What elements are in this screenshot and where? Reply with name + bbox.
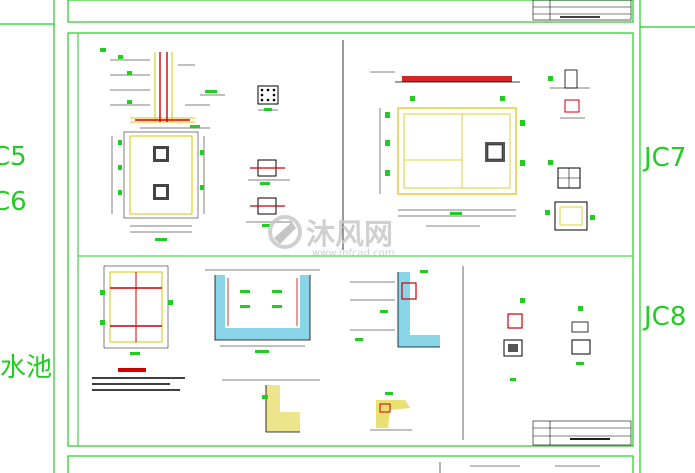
beam-details-right (462, 266, 591, 440)
watermark-brand: 沐风网 (306, 217, 393, 251)
pool-section-1 (205, 269, 320, 353)
left-margin-labels: C5 C6 水池 (0, 142, 52, 383)
main-sheet-frame (67, 32, 634, 447)
column-details-right (545, 69, 595, 231)
bottom-sheet-frame (67, 455, 634, 473)
detail-stack-1 (246, 159, 292, 227)
watermark-logo-icon (268, 215, 302, 249)
title-block-top (532, 0, 632, 21)
wall-section (350, 270, 440, 348)
drawing-label-pool: 水池 (0, 353, 52, 383)
right-margin-labels: JC7 JC8 (642, 143, 686, 332)
top-sheet-frame (67, 0, 634, 23)
watermark: 沐风网 www.mfcad.com (268, 215, 395, 259)
pool-plan-small (92, 265, 185, 391)
column-section-elevation (100, 48, 225, 129)
column-cross-section-1 (257, 85, 279, 111)
pool-plan (370, 71, 525, 227)
drawing-label-c5: C5 (0, 142, 27, 172)
watermark-url: www.mfcad.com (312, 248, 395, 259)
footing-plan-1 (111, 131, 205, 241)
retaining-wall-detail (222, 379, 320, 433)
title-block-footer (439, 462, 600, 473)
drawing-label-jc7: JC7 (642, 143, 686, 173)
footing-detail-small (370, 392, 412, 431)
drawing-label-c6: C6 (0, 187, 27, 217)
drawing-label-jc8: JC8 (642, 302, 686, 332)
title-block-bottom (532, 420, 632, 446)
